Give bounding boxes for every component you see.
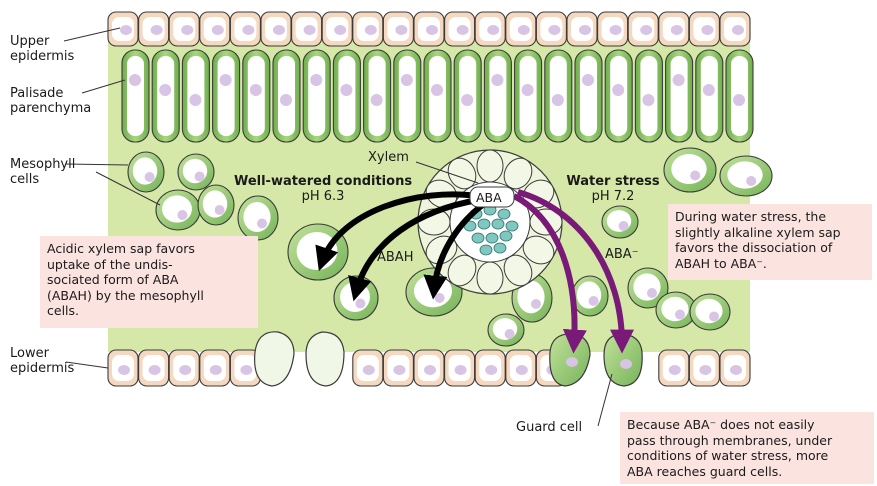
well-watered-heading: Well-watered conditions pH 6.3 (228, 174, 418, 204)
aba-minus-label: ABA⁻ (605, 247, 639, 262)
xylem-vessel (492, 219, 504, 229)
guard-cell-label: Guard cell (516, 420, 582, 435)
xylem-vessel (486, 233, 498, 243)
aba-label: ABA (476, 190, 502, 205)
lower-epidermis (108, 350, 750, 386)
xylem-vessel (472, 233, 484, 243)
bundle-sheath-cell (477, 262, 503, 294)
xylem-vessel (478, 219, 490, 229)
water-stress-heading: Water stress pH 7.2 (558, 174, 668, 204)
xylem-vessel (500, 231, 512, 241)
xylem-vessel (480, 245, 492, 255)
xylem-vessel (498, 209, 510, 219)
xylem-label: Xylem (368, 150, 409, 165)
xylem-vessel (506, 221, 518, 231)
abah-label: ABAH (377, 250, 413, 265)
palisade-parenchyma (122, 50, 753, 142)
xylem-vessel (494, 243, 506, 253)
upper-epidermis (108, 12, 750, 46)
bundle-sheath-cell (477, 150, 503, 182)
